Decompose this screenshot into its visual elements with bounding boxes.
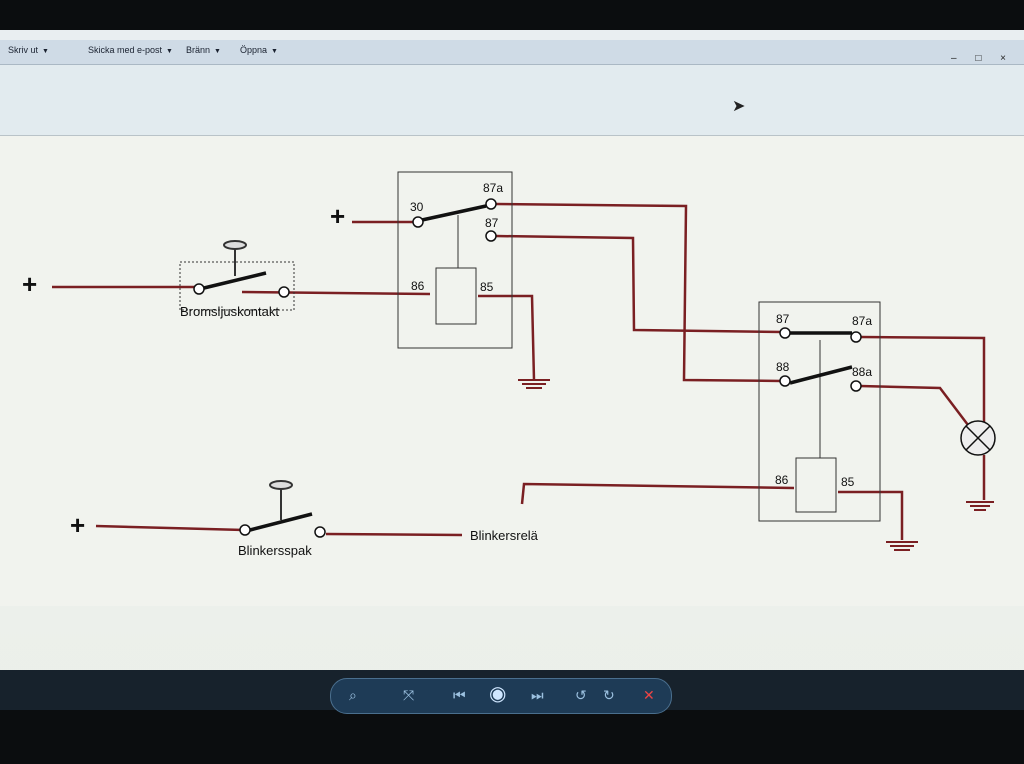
slideshow-icon[interactable]: ◉ <box>489 683 507 705</box>
window-buttons[interactable]: – □ × <box>951 53 1014 64</box>
relay2-pin-88a: 88a <box>852 365 872 379</box>
ground-icons <box>518 379 994 551</box>
rotate-right-icon[interactable]: ↻ <box>603 687 615 703</box>
wire-turn-in <box>95 524 245 532</box>
menu-burn[interactable]: Bränn▼ <box>186 45 221 55</box>
search-icon[interactable]: ⌕ <box>349 687 357 703</box>
relay2-pin-87: 87 <box>776 312 790 326</box>
turn-contact <box>249 512 313 532</box>
turn-switch-label: Blinkersspak <box>238 543 312 558</box>
wire-87a-lamp <box>859 335 986 425</box>
playback-controls: ⌕ ⤧ ⏮ ◉ ⏭ ↺ ↻ ✕ <box>330 678 672 714</box>
menu-open[interactable]: Öppna▼ <box>240 45 278 55</box>
relay2-box <box>758 301 881 522</box>
relay2-pin-85: 85 <box>841 475 855 489</box>
rotate-left-icon[interactable]: ↺ <box>575 687 587 703</box>
toolbar-area <box>0 65 1024 136</box>
relay1-pin-86: 86 <box>411 279 425 293</box>
flasher-label: Blinkersrelä <box>470 528 539 543</box>
plus-sign-relay: + <box>330 201 345 231</box>
relay2-contact-b <box>789 365 853 385</box>
relay2-coil <box>795 457 837 513</box>
relay1-pin-87a: 87a <box>483 181 503 195</box>
relay1-pin-85: 85 <box>480 280 494 294</box>
relay2-pin-87a: 87a <box>852 314 872 328</box>
wire-turn-to-flasher <box>325 532 463 537</box>
plus-sign-brake: + <box>22 269 37 299</box>
wire-88a-lamp <box>859 384 969 426</box>
brake-contact <box>203 271 267 290</box>
brake-switch-outline <box>179 261 295 311</box>
relay2-pin-86: 86 <box>775 473 789 487</box>
next-icon[interactable]: ⏭ <box>531 687 544 703</box>
lamp-icon <box>960 420 996 456</box>
wire-flasher-to-86 <box>520 482 795 505</box>
relay1-pin-30: 30 <box>410 200 424 214</box>
relay1-coil <box>435 267 477 325</box>
mouse-cursor-icon: ➤ <box>732 98 746 115</box>
pushbuttons <box>223 240 293 520</box>
wire-brake-to-86 <box>241 290 431 296</box>
menu-bar: Skriv ut▼ Skicka med e-post▼ Bränn▼ Öppn… <box>0 40 1024 65</box>
wire-85-ground-2 <box>838 490 904 540</box>
relay2-pin-88: 88 <box>776 360 790 374</box>
relay1-box <box>397 171 513 349</box>
plus-sign-turn: + <box>70 510 85 540</box>
wires <box>52 202 986 540</box>
relay1-pin-87: 87 <box>485 216 499 230</box>
switch-contacts <box>203 204 853 532</box>
menu-print[interactable]: Skriv ut▼ <box>8 45 49 55</box>
prev-icon[interactable]: ⏮ <box>453 687 466 703</box>
wire-85-ground <box>478 294 536 381</box>
outlines <box>179 171 881 522</box>
brake-switch-label: Bromsljuskontakt <box>180 304 279 319</box>
delete-icon[interactable]: ✕ <box>643 687 655 703</box>
wire-87a-to-88 <box>495 202 783 383</box>
wire-87-to-87 <box>495 234 783 334</box>
relay1-contact <box>421 204 487 222</box>
menu-email[interactable]: Skicka med e-post▼ <box>88 45 173 55</box>
fit-icon[interactable]: ⤧ <box>403 687 415 703</box>
terminals <box>193 198 862 538</box>
